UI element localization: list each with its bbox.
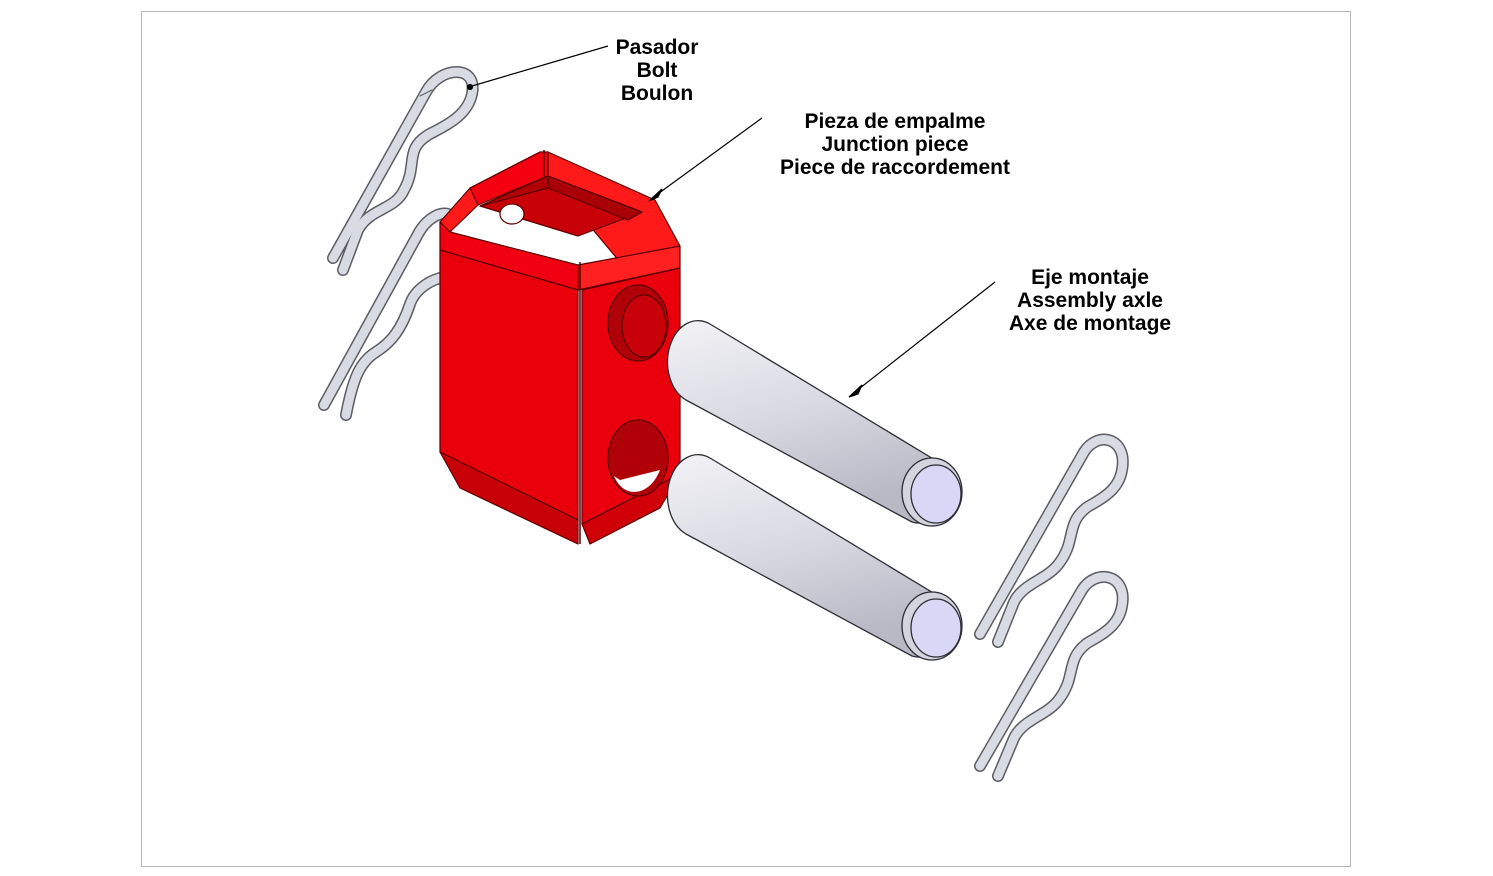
leader-lines [466, 45, 996, 398]
callout-axle-fr: Axe de montage [1008, 312, 1172, 335]
leader-junction-arrow [648, 188, 663, 202]
callout-junction-es: Pieza de empalme [804, 110, 986, 133]
callout-junction-piece: Pieza de empalme Junction piece Piece de… [760, 110, 1030, 179]
leader-axle [854, 281, 996, 393]
callout-axle-es: Eje montaje [1031, 266, 1149, 289]
assembly-axle-lower [666, 454, 963, 661]
leader-bolt [471, 45, 609, 87]
callout-bolt-en: Bolt [636, 59, 678, 82]
callout-assembly-axle: Eje montaje Assembly axle Axe de montage [990, 266, 1190, 335]
leader-axle-arrow [848, 384, 863, 398]
callout-junction-en: Junction piece [821, 133, 969, 156]
leader-bolt-dot [466, 83, 474, 91]
leader-junction [654, 117, 763, 197]
drawing-frame [141, 11, 1351, 867]
bolt-right-lower [974, 570, 1129, 782]
callout-bolt: Pasador Bolt Boulon [592, 36, 722, 105]
assembly-axle-upper [666, 320, 963, 527]
bolt-top-left [327, 66, 479, 276]
callout-bolt-es: Pasador [615, 36, 699, 59]
bolt-right-upper [974, 433, 1129, 648]
junction-piece [439, 150, 681, 545]
callout-bolt-fr: Boulon [620, 82, 694, 105]
callout-junction-fr: Piece de raccordement [780, 156, 1010, 179]
callout-axle-en: Assembly axle [1017, 289, 1163, 312]
